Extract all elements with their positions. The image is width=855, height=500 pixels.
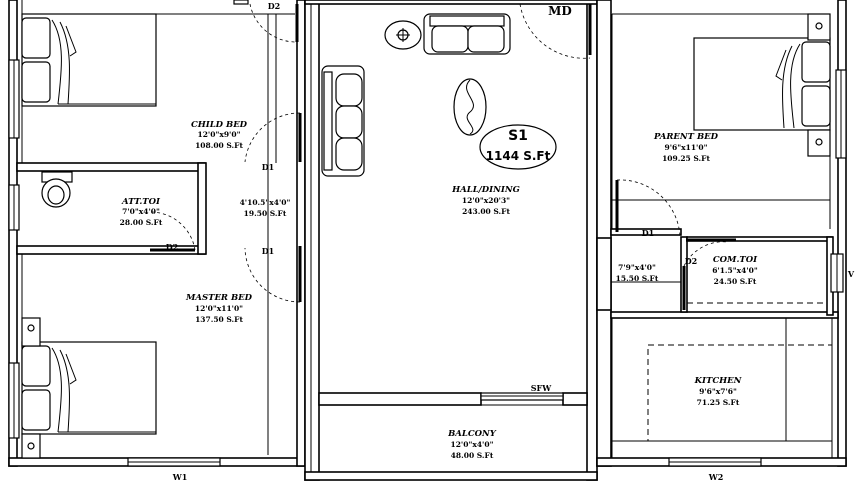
v-tag: V — [847, 269, 855, 279]
master-bed-size: 12'0"x11'0" — [195, 304, 243, 313]
child-bed-name: CHILD BED — [191, 120, 248, 130]
com-toi-name: COM.TOI — [713, 255, 758, 265]
kitchen-area: 71.25 S.Ft — [697, 398, 740, 407]
d1-tag-parent: D1 — [642, 228, 655, 238]
wc-fixture — [41, 171, 73, 208]
master-bed-area: 137.50 S.Ft — [195, 315, 243, 324]
com-toi-size: 6'1.5"x4'0" — [712, 266, 758, 275]
master-bed-name: MASTER BED — [185, 293, 253, 303]
rug-symbol — [453, 78, 487, 136]
sofa-left — [321, 65, 365, 177]
balcony-area: 48.00 S.Ft — [451, 451, 494, 460]
w2-tag: W2 — [708, 472, 724, 482]
att-toi-name: ATT.TOI — [121, 197, 161, 207]
small-passage-size: 7'9"x4'0" — [618, 263, 656, 272]
balcony-size: 12'0"x4'0" — [451, 440, 494, 449]
windows — [8, 0, 847, 467]
child-bed-size: 12'0"x9'0" — [198, 130, 241, 139]
hall-name: HALL/DINING — [451, 185, 520, 195]
room-labels: CHILD BED 12'0"x9'0" 108.00 S.Ft ATT.TOI… — [120, 120, 758, 460]
kitchen-size: 9'6"x7'6" — [699, 387, 737, 396]
unit-area: 1144 S.Ft — [486, 149, 551, 163]
parent-bed-furniture — [693, 13, 831, 157]
unit-name: S1 — [508, 128, 528, 144]
w1-tag: W1 — [172, 472, 188, 482]
passage-area: 19.50 S.Ft — [244, 209, 287, 218]
unit-badge: S1 1144 S.Ft — [479, 124, 557, 170]
com-toi-area: 24.50 S.Ft — [714, 277, 757, 286]
doors — [149, 3, 736, 310]
kitchen-name: KITCHEN — [694, 376, 743, 386]
att-toi-area: 28.00 S.Ft — [120, 218, 163, 227]
dashed-lines — [267, 14, 833, 455]
main-door-tag: MD — [548, 4, 572, 18]
small-passage-area: 15.50 S.Ft — [616, 274, 659, 283]
child-bed-furniture — [21, 13, 157, 107]
parent-bed-area: 109.25 S.Ft — [662, 154, 710, 163]
hall-area: 243.00 S.Ft — [462, 207, 510, 216]
sofa-top — [423, 13, 511, 55]
parent-bed-name: PARENT BED — [653, 132, 719, 142]
att-toi-size: 7'0"x4'0" — [122, 207, 160, 216]
balcony-name: BALCONY — [447, 429, 497, 439]
d2-tag-top: D2 — [268, 1, 281, 11]
opening-tags: MD D2 D1 D1 D2 D1 D2 W1 W2 SFW V — [166, 1, 855, 482]
sfw-tag: SFW — [531, 383, 552, 393]
d1-tag-child: D1 — [262, 162, 275, 172]
hall-size: 12'0"x20'3" — [462, 196, 510, 205]
passage-size: 4'10.5"x4'0" — [240, 198, 291, 207]
master-bed-furniture — [21, 317, 157, 459]
child-bed-area: 108.00 S.Ft — [195, 141, 243, 150]
d2-tag-att: D2 — [166, 242, 179, 252]
d2-tag-com: D2 — [685, 256, 698, 266]
parent-bed-size: 9'6"x11'0" — [665, 143, 708, 152]
d1-tag-master: D1 — [262, 246, 275, 256]
round-table — [384, 20, 422, 50]
